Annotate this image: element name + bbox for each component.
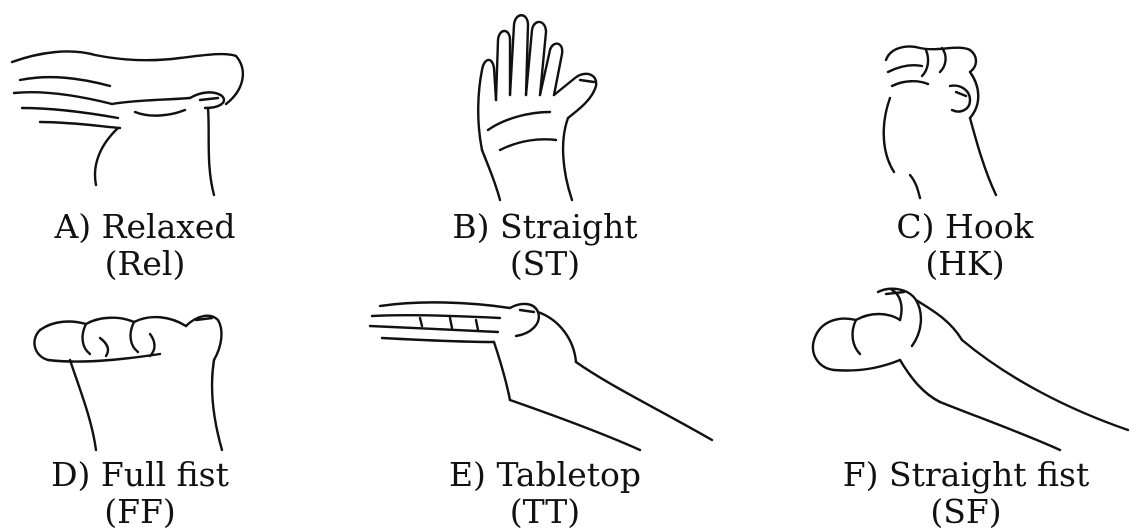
caption-title-name: Hook bbox=[945, 207, 1034, 246]
caption-abbr: (TT) bbox=[400, 493, 690, 530]
caption-hook: C) Hook (HK) bbox=[820, 208, 1110, 282]
caption-title-name: Relaxed bbox=[102, 207, 236, 246]
caption-title: F) bbox=[843, 455, 889, 494]
panel-tabletop bbox=[360, 290, 720, 455]
panel-relaxed bbox=[0, 0, 290, 205]
panel-full-fist bbox=[0, 290, 280, 455]
relaxed-hand-icon bbox=[0, 0, 290, 205]
caption-title: B) bbox=[452, 207, 500, 246]
caption-abbr: (Rel) bbox=[0, 245, 290, 282]
tabletop-hand-icon bbox=[360, 290, 720, 455]
caption-straight-fist: F) Straight fist (SF) bbox=[796, 456, 1136, 530]
caption-title: C) bbox=[896, 207, 945, 246]
full-fist-hand-icon bbox=[0, 290, 280, 455]
straight-fist-hand-icon bbox=[800, 280, 1136, 455]
caption-relaxed: A) Relaxed (Rel) bbox=[0, 208, 290, 282]
caption-title-name: Full fist bbox=[101, 455, 229, 494]
caption-abbr: (ST) bbox=[400, 245, 690, 282]
caption-title: D) bbox=[51, 455, 101, 494]
panel-hook bbox=[820, 0, 1110, 205]
panel-straight bbox=[400, 0, 690, 205]
caption-abbr: (FF) bbox=[0, 493, 280, 530]
panel-straight-fist bbox=[800, 280, 1136, 455]
caption-straight: B) Straight (ST) bbox=[400, 208, 690, 282]
straight-hand-icon bbox=[400, 0, 690, 205]
caption-title-name: Straight bbox=[500, 207, 638, 246]
hook-hand-icon bbox=[820, 0, 1110, 205]
caption-title-name: Tabletop bbox=[496, 455, 641, 494]
caption-title: E) bbox=[449, 455, 496, 494]
caption-tabletop: E) Tabletop (TT) bbox=[400, 456, 690, 530]
caption-full-fist: D) Full fist (FF) bbox=[0, 456, 280, 530]
caption-title: A) bbox=[54, 207, 101, 246]
caption-abbr: (SF) bbox=[796, 493, 1136, 530]
caption-abbr: (HK) bbox=[820, 245, 1110, 282]
caption-title-name: Straight fist bbox=[889, 455, 1089, 494]
